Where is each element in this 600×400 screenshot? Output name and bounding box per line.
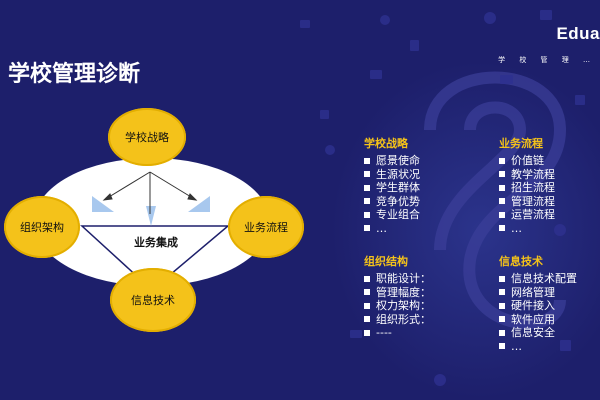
- list-item: …: [499, 222, 555, 236]
- list-technology: 信息技术 信息技术配置 网络管理 硬件接入 软件应用 信息安全 …: [499, 253, 577, 353]
- bullet-icon: [364, 157, 370, 164]
- node-organization-label: 组织架构: [20, 221, 64, 234]
- list-item: 权力架构：: [364, 299, 431, 313]
- list-item: 网络管理: [499, 286, 577, 300]
- node-strategy-label: 学校战略: [125, 131, 169, 144]
- bullet-icon: [364, 184, 370, 191]
- node-process: 业务流程: [228, 196, 304, 258]
- center-integration-label: 业务集成: [134, 236, 178, 249]
- integration-triangle: [80, 225, 231, 291]
- list-item: 管理幅度：: [364, 286, 431, 300]
- node-strategy: 学校战略: [108, 108, 186, 166]
- page-title: 学校管理诊断: [8, 61, 141, 87]
- list-item: 信息安全: [499, 326, 577, 340]
- bullet-icon: [499, 302, 505, 309]
- list-item: 愿景使命: [364, 154, 420, 168]
- bullet-icon: [499, 198, 505, 205]
- bullet-icon: [499, 275, 505, 282]
- list-item: 教学流程: [499, 168, 555, 182]
- bullet-icon: [364, 329, 370, 336]
- list-item: 硬件接入: [499, 299, 577, 313]
- list-heading: 组织结构: [364, 255, 408, 268]
- list-item: 信息技术配置: [499, 272, 577, 286]
- connector-arrows: [102, 171, 198, 214]
- node-technology-label: 信息技术: [131, 294, 175, 307]
- bullet-icon: [499, 225, 505, 232]
- list-item: 价值链: [499, 154, 555, 168]
- bullet-icon: [499, 184, 505, 191]
- bullet-icon: [499, 343, 505, 350]
- list-item: 运营流程: [499, 208, 555, 222]
- node-technology: 信息技术: [110, 268, 196, 332]
- list-process: 业务流程 价值链 教学流程 招生流程 管理流程 运营流程 …: [499, 135, 555, 235]
- node-organization: 组织架构: [4, 196, 80, 258]
- list-heading: 业务流程: [499, 137, 543, 150]
- list-heading: 学校战略: [364, 137, 408, 150]
- light-arrow-shapes: [92, 196, 210, 226]
- bullet-icon: [499, 316, 505, 323]
- list-item: 学生群体: [364, 181, 420, 195]
- bullet-icon: [499, 211, 505, 218]
- bullet-icon: [499, 157, 505, 164]
- bullet-icon: [364, 302, 370, 309]
- bullet-icon: [364, 211, 370, 218]
- list-item: 竞争优势: [364, 195, 420, 209]
- brand-logo: Edua: [556, 24, 600, 43]
- bullet-icon: [364, 198, 370, 205]
- list-strategy: 学校战略 愿景使命 生源状况 学生群体 竞争优势 专业组合 …: [364, 135, 420, 235]
- node-process-label: 业务流程: [244, 221, 288, 234]
- list-item: 软件应用: [499, 313, 577, 327]
- list-item: 职能设计：: [364, 272, 431, 286]
- bullet-icon: [364, 316, 370, 323]
- bullet-icon: [499, 289, 505, 296]
- list-item: 管理流程: [499, 195, 555, 209]
- list-item: …: [499, 340, 577, 354]
- bullet-icon: [364, 275, 370, 282]
- list-item: 组织形式：: [364, 313, 431, 327]
- list-item: ----: [364, 326, 431, 340]
- list-item: …: [364, 222, 420, 236]
- list-item: 生源状况: [364, 168, 420, 182]
- list-organization: 组织结构 职能设计： 管理幅度： 权力架构： 组织形式： ----: [364, 253, 431, 340]
- list-item: 专业组合: [364, 208, 420, 222]
- list-heading: 信息技术: [499, 255, 543, 268]
- bullet-icon: [364, 171, 370, 178]
- bullet-icon: [364, 289, 370, 296]
- bullet-icon: [499, 171, 505, 178]
- list-item: 招生流程: [499, 181, 555, 195]
- bullet-icon: [364, 225, 370, 232]
- brand-logo-subtitle: 学 校 管 理 …: [498, 56, 596, 64]
- bullet-icon: [499, 329, 505, 336]
